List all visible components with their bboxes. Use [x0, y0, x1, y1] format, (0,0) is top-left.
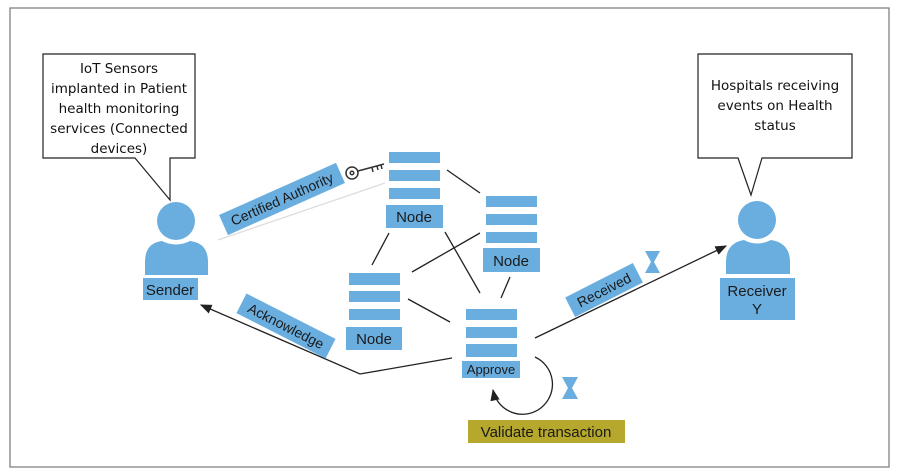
callout-line: devices) [91, 141, 148, 157]
hourglass-icon [645, 251, 660, 273]
node-label: Node [396, 209, 432, 226]
received-arrow [534, 245, 728, 339]
node-label: Node [356, 331, 392, 348]
node-1: Node [386, 152, 443, 228]
callout-line: health monitoring [59, 101, 180, 117]
user-icon [726, 201, 790, 274]
callout-line: IoT Sensors [80, 61, 158, 77]
edge [407, 298, 451, 323]
key-icon [345, 163, 385, 180]
validate-text: Validate transaction [481, 424, 612, 441]
edge [446, 169, 481, 194]
receiver: Receiver Y [720, 201, 795, 320]
callout-line: status [754, 118, 795, 134]
callout-line: implanted in Patient [51, 81, 187, 97]
edge [371, 232, 390, 266]
validate-loop-arrow [490, 356, 554, 415]
node-label: Node [493, 253, 529, 270]
sender-callout: IoT Sensors implanted in Patient health … [42, 53, 196, 202]
node-label: Approve [467, 362, 515, 377]
certified-edge [217, 182, 386, 241]
node-2: Node [483, 196, 540, 272]
edge [444, 231, 481, 294]
callout-line: events on Health [717, 98, 832, 114]
hourglass-icon [562, 377, 578, 399]
connections [199, 169, 728, 415]
receiver-label-line: Y [752, 301, 762, 318]
user-icon [145, 202, 208, 275]
sender: Sender [143, 202, 208, 300]
acknowledge-arrow [199, 304, 453, 375]
node-3: Node [346, 273, 402, 350]
edge [500, 276, 511, 299]
receiver-callout: Hospitals receiving events on Health sta… [697, 53, 853, 197]
validate-transaction-label: Validate transaction [468, 420, 625, 443]
receiver-label-line: Receiver [727, 283, 786, 300]
callout-line: Hospitals receiving [711, 78, 839, 94]
node-approve: Approve [462, 309, 520, 378]
sender-label: Sender [146, 282, 194, 299]
callout-line: services (Connected [50, 121, 188, 137]
edge [411, 232, 481, 273]
